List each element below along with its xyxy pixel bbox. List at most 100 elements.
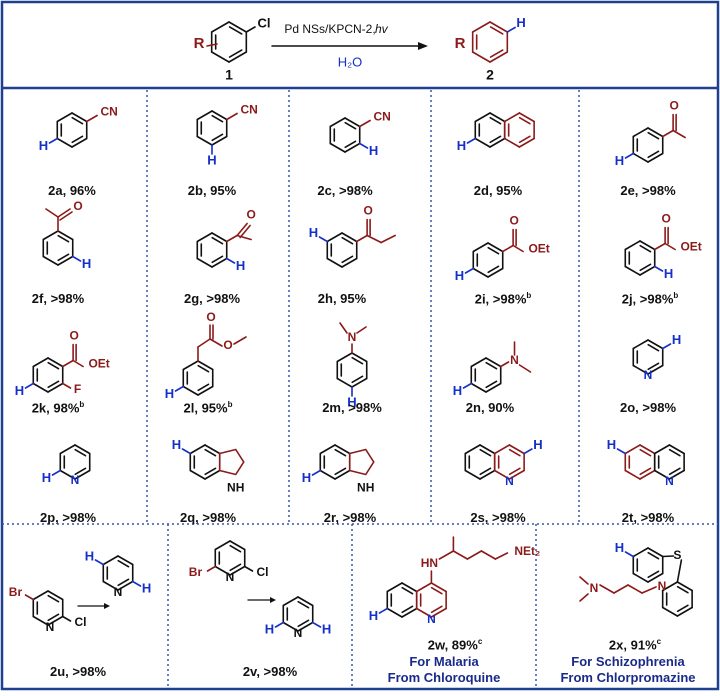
alkyl-bond	[452, 550, 469, 560]
ester-bond	[197, 338, 211, 348]
benzene-ring	[401, 582, 418, 593]
ring-double-bond	[647, 343, 660, 352]
chloro-bond	[61, 615, 72, 622]
fluorine-atom: F	[74, 382, 81, 396]
pyridine-ring	[117, 555, 134, 566]
c-h-bond	[624, 152, 635, 159]
benzene-ring	[624, 265, 641, 276]
nitrile-group: CN	[100, 105, 117, 119]
pyridine-ring	[229, 540, 246, 551]
chloro-bond	[243, 565, 254, 572]
product-label-text: 2a, 96%	[48, 183, 96, 198]
hydrogen-atom: H	[207, 152, 216, 167]
methyl-bond	[233, 336, 247, 345]
product-label-2m: 2m, >98%	[322, 400, 382, 415]
amine-nh: HN	[421, 556, 438, 570]
product-label-text: 2k, 98%	[31, 400, 80, 416]
pyridine-ring	[297, 596, 314, 607]
benzene-ring	[474, 112, 491, 123]
methyl-bond	[672, 129, 686, 139]
benzene-ring	[647, 572, 664, 583]
r-bond	[206, 43, 218, 47]
oxygen-atom: O	[363, 204, 372, 218]
ring-double-bond	[639, 244, 652, 253]
pyridine-ring	[214, 540, 231, 551]
benzene-ring	[189, 444, 206, 455]
hydrogen-atom: H	[302, 470, 311, 485]
bromine-atom: Br	[189, 565, 203, 579]
benzene-ring	[386, 607, 403, 618]
naphthalene-ring	[503, 137, 521, 148]
benzene-ring	[470, 382, 487, 393]
footnote-marker: c	[477, 637, 483, 646]
product-label-text: 2e, >98%	[620, 183, 676, 198]
ring-double-bond	[211, 114, 224, 123]
oxygen-atom: O	[69, 329, 78, 343]
benzene-ring	[204, 444, 221, 455]
c-h-bond	[71, 255, 82, 262]
c-h-bond	[653, 265, 664, 272]
nitrile-group: CN	[240, 103, 257, 117]
benzene-ring	[182, 360, 199, 371]
reagent-text: Pd NSs/KPCN-2,	[284, 22, 375, 36]
c-h-bond	[311, 621, 322, 628]
ring-double-bond	[647, 551, 660, 560]
hydrogen-atom: H	[39, 138, 48, 153]
ring-double-bond	[71, 135, 84, 144]
hydrogen-atom: H	[664, 266, 673, 281]
ring-double-bond	[211, 133, 224, 142]
benzene-ring	[71, 137, 88, 148]
ring-double-bond	[489, 135, 502, 144]
benzene-ring	[489, 137, 506, 148]
phenothiazine-ring	[676, 606, 693, 617]
product-label-2t: 2t, >98%	[622, 510, 674, 525]
benzene-ring	[639, 444, 656, 455]
product-label-2w: 2w, 89%c	[428, 637, 483, 652]
ring-double-bond	[228, 49, 243, 58]
hydrogen-atom: H	[322, 621, 331, 636]
methyl-bond	[339, 322, 348, 334]
product-label-2a: 2a, 96%	[48, 183, 96, 198]
pyridine-ring	[47, 590, 64, 601]
c-h-bond	[523, 448, 533, 455]
methyl-bond	[236, 234, 252, 241]
benzene-ring	[386, 582, 403, 593]
product-h-bond	[506, 26, 516, 33]
benzene-ring	[211, 232, 228, 243]
ring-bond	[228, 21, 248, 33]
pyridine-nitrogen: N	[71, 473, 80, 487]
hydrogen-atom: H	[369, 608, 378, 623]
c-h-bond	[181, 448, 192, 455]
benzene-ring	[351, 352, 368, 363]
c-h-bond	[174, 385, 185, 392]
pyridine-ring	[632, 339, 649, 350]
carbonyl-bond	[59, 211, 73, 221]
ring-double-bond	[479, 467, 492, 476]
acyl-bond	[661, 129, 674, 138]
pyridine-nitrogen: N	[226, 570, 235, 584]
product-label-text: 2d, 95%	[473, 183, 523, 198]
ring-double-bond	[676, 604, 689, 613]
reagent-hv: hv	[375, 22, 389, 36]
ester-bond	[61, 359, 74, 368]
c-h-bond	[51, 469, 62, 476]
pyridine-nitrogen: N	[644, 368, 653, 382]
carbonyl-bond	[57, 208, 71, 218]
pyridine-ring	[282, 621, 299, 632]
hydrogen-atom: H	[142, 580, 151, 595]
ring-double-bond	[489, 26, 504, 35]
benzene-ring	[639, 469, 656, 480]
ethoxy-group: OEt	[528, 242, 549, 256]
quinoline-pyridine	[653, 469, 671, 480]
benzene-ring	[57, 255, 74, 266]
product-label-text: 2j, >98%	[621, 291, 674, 307]
ester-bond	[664, 242, 676, 251]
sulfur-atom: S	[673, 548, 681, 562]
quinoline-ring	[464, 444, 481, 455]
benzene-ring	[401, 607, 418, 618]
indole-nh: NH	[357, 481, 374, 495]
hydrogen-atom: H	[607, 437, 616, 452]
